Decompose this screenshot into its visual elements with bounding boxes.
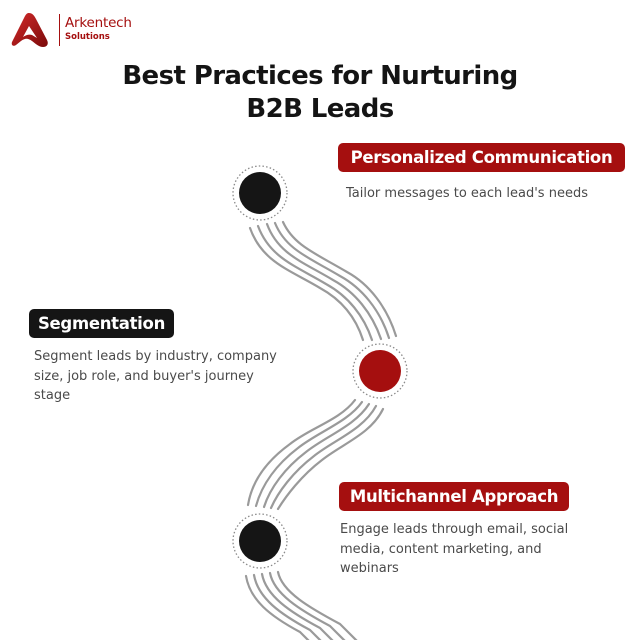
step-3-description-line-2: media, content marketing, and bbox=[340, 541, 542, 557]
step-node-3 bbox=[232, 513, 288, 569]
title-line-1: Best Practices for Nurturing bbox=[122, 61, 518, 91]
step-1-description: Tailor messages to each lead's needs bbox=[346, 186, 588, 201]
path-lines-segment-1 bbox=[248, 220, 398, 342]
dotted-ring-icon bbox=[232, 513, 288, 569]
brand-logo: Arkentech Solutions bbox=[10, 11, 140, 49]
step-2-description-line-1: Segment leads by industry, company bbox=[34, 349, 277, 364]
node-dot-icon bbox=[359, 350, 401, 392]
step-node-2 bbox=[352, 343, 408, 399]
logo-divider bbox=[59, 14, 60, 46]
node-dot-icon bbox=[239, 172, 281, 214]
brand-name: Arkentech bbox=[65, 15, 132, 31]
path-lines-segment-3 bbox=[244, 570, 358, 640]
step-2-label: Segmentation bbox=[29, 309, 174, 338]
node-dot-icon bbox=[239, 520, 281, 562]
dotted-ring-icon bbox=[232, 165, 288, 221]
path-lines-segment-2 bbox=[246, 398, 385, 511]
step-2-description: Segment leads by industry, company size,… bbox=[34, 347, 324, 406]
step-node-1 bbox=[232, 165, 288, 221]
step-3-description: Engage leads through email, social media… bbox=[340, 520, 630, 579]
brand-subtitle: Solutions bbox=[65, 32, 110, 42]
step-1-label: Personalized Communication bbox=[338, 143, 625, 172]
step-3-label: Multichannel Approach bbox=[339, 482, 569, 511]
dotted-ring-icon bbox=[352, 343, 408, 399]
step-3-description-line-3: webinars bbox=[340, 561, 399, 576]
step-2-description-line-3: stage bbox=[34, 388, 71, 403]
step-3-description-line-1: Engage leads through email, social bbox=[340, 522, 569, 537]
step-2-description-line-2: size, job role, and buyer's journey bbox=[34, 368, 254, 384]
arkentech-a-logo-icon bbox=[11, 13, 48, 47]
page-title: Best Practices for Nurturing B2B Leads bbox=[0, 60, 640, 126]
title-line-2: B2B Leads bbox=[246, 94, 394, 124]
